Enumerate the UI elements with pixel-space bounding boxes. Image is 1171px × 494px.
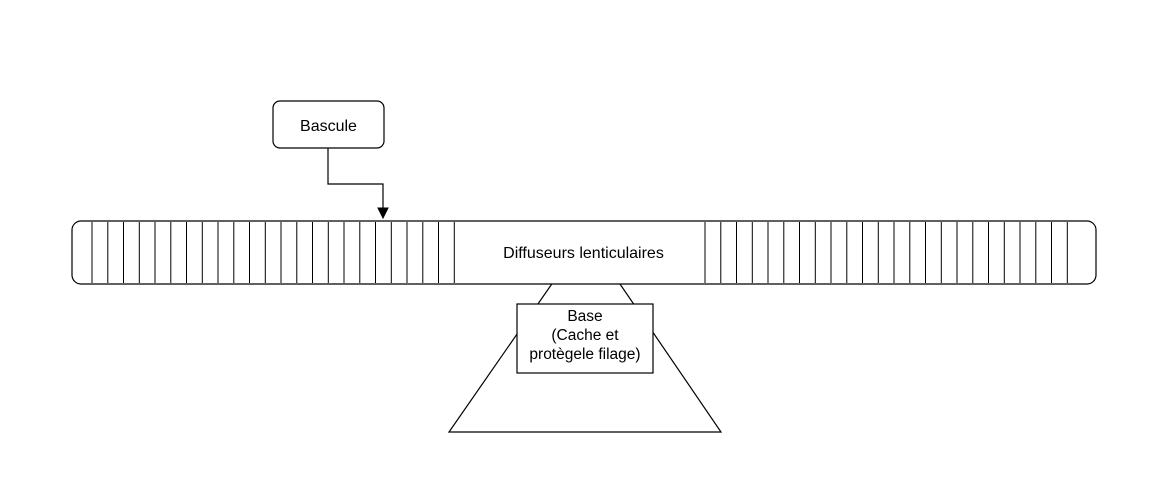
base-label-line1: Base bbox=[567, 308, 603, 325]
diffuseurs-stripes bbox=[91, 222, 1068, 283]
base-label: Base (Cache et protègele filage) bbox=[517, 307, 653, 364]
base-label-line3: protègele filage) bbox=[529, 346, 641, 363]
base-label-line2: (Cache et bbox=[551, 327, 619, 344]
diffuseurs-label: Diffuseurs lenticulaires bbox=[476, 244, 691, 264]
base-label-box bbox=[516, 303, 654, 374]
bascule-label: Bascule bbox=[300, 118, 357, 135]
bascule-connector-line bbox=[327, 148, 384, 210]
bascule-arrowhead-icon bbox=[377, 207, 389, 220]
